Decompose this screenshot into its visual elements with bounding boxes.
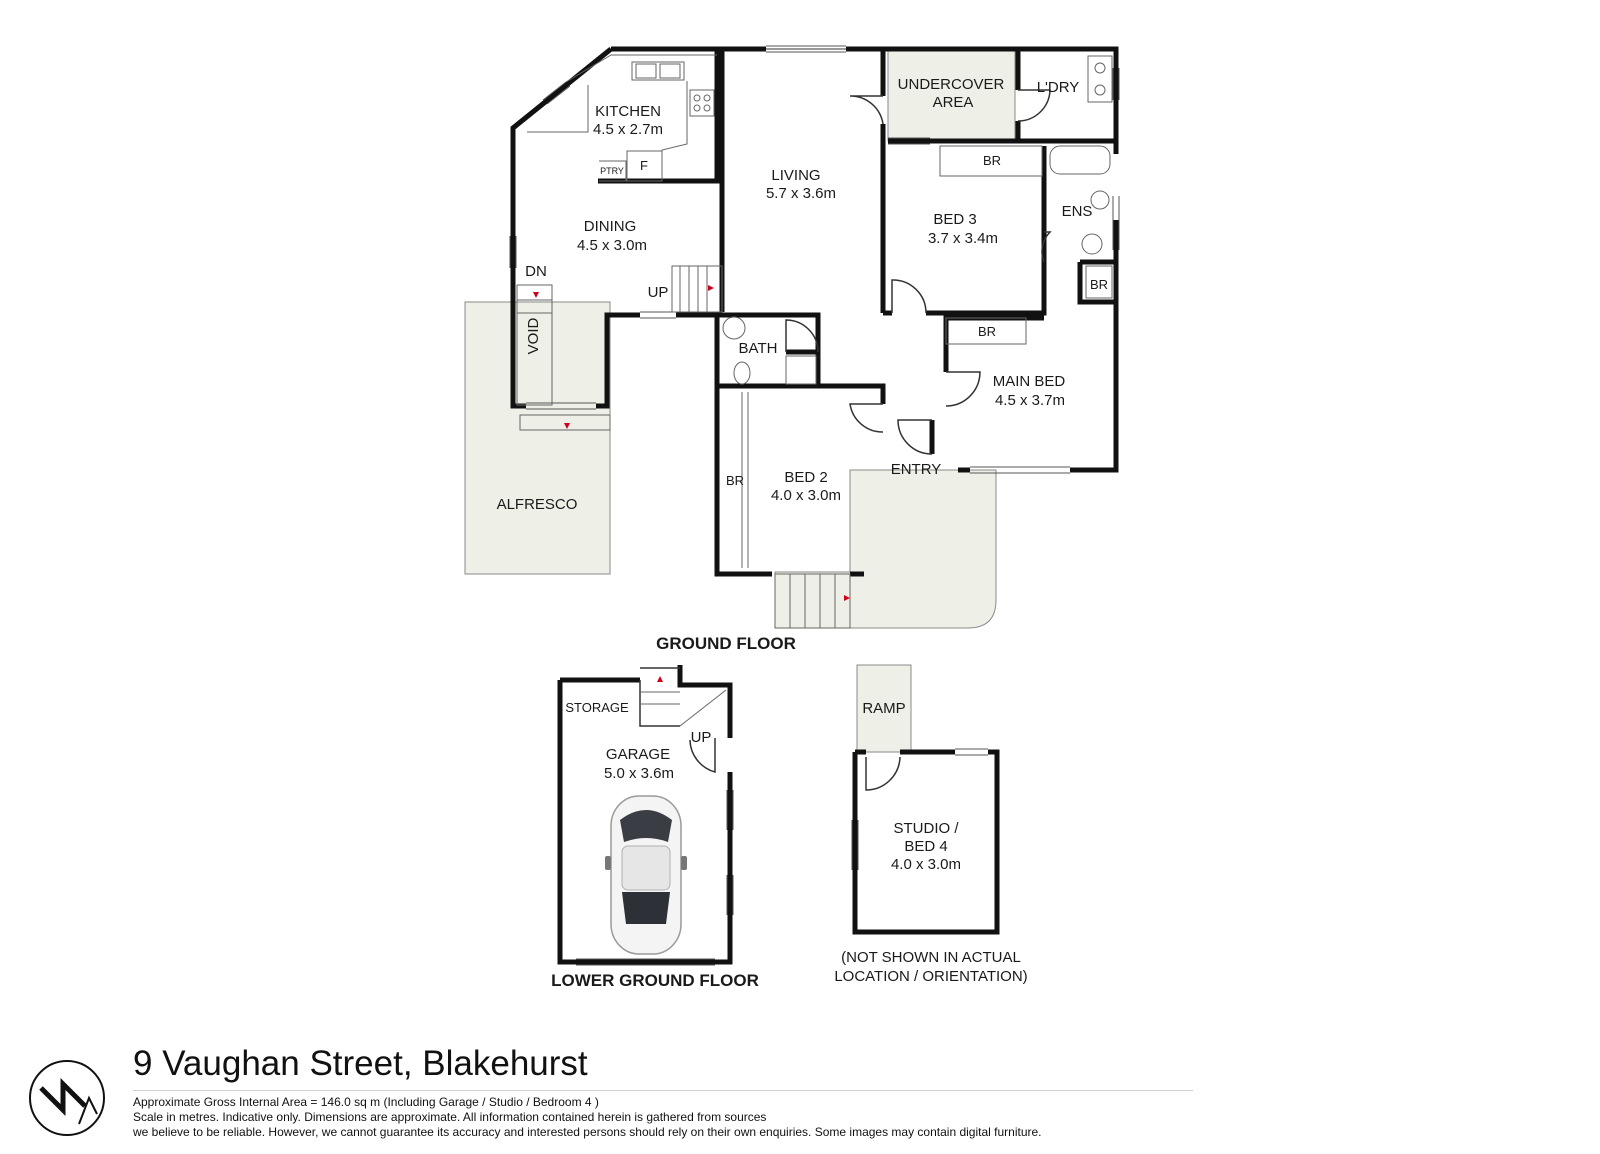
ramp-area: [856, 664, 912, 753]
studio-name-2: BED 4: [904, 838, 947, 855]
footer-divider: [133, 1090, 1193, 1091]
pantry-label: PTRY: [600, 166, 624, 176]
studio-note: (NOT SHOWN IN ACTUAL: [841, 949, 1021, 966]
north-compass-icon: [29, 1060, 105, 1136]
undercover-name: UNDERCOVER: [898, 76, 1005, 93]
undercover-area: [887, 48, 1016, 142]
bed3-dims: 3.7 x 3.4m: [928, 230, 998, 247]
doors: [785, 89, 1052, 455]
kitchen-dims: 4.5 x 2.7m: [593, 121, 663, 138]
alfresco-area: [464, 301, 611, 575]
robes: [741, 145, 1113, 568]
studio-note-2: LOCATION / ORIENTATION): [834, 968, 1027, 985]
alfresco-name: ALFRESCO: [497, 496, 578, 513]
studio-name: STUDIO /: [893, 820, 959, 837]
garage-dims: 5.0 x 3.6m: [604, 765, 674, 782]
bed2-robe-label: BR: [726, 473, 744, 488]
ground-floor-title: GROUND FLOOR: [656, 634, 796, 653]
area-line: Approximate Gross Internal Area = 146.0 …: [133, 1095, 599, 1109]
stairs-up-label: UP: [648, 284, 669, 301]
bed3-name: BED 3: [933, 211, 976, 228]
dining-name: DINING: [584, 218, 637, 235]
alfresco-step: [519, 414, 611, 431]
main-bed-dims: 4.5 x 3.7m: [995, 392, 1065, 409]
storage-name: STORAGE: [565, 700, 629, 715]
main-bed-name: MAIN BED: [993, 373, 1066, 390]
undercover-name-2: AREA: [933, 94, 974, 111]
bed2-dims: 4.0 x 3.0m: [771, 487, 841, 504]
disclaimer-line-1: Scale in metres. Indicative only. Dimens…: [133, 1110, 767, 1124]
garage-name: GARAGE: [606, 746, 670, 763]
stairs-down-label: DN: [525, 263, 547, 280]
ramp-label: RAMP: [862, 700, 905, 717]
bath-fixtures: [722, 55, 1113, 385]
ensuite-robe-label: BR: [1090, 277, 1108, 292]
kitchen-name: KITCHEN: [595, 103, 661, 120]
car-icon: [605, 795, 687, 955]
entry-stairs: [774, 573, 851, 629]
ensuite-name: ENS: [1062, 203, 1093, 220]
lower-ground-floor: STORAGE GARAGE 5.0 x 3.6m UP LOWER GROUN…: [551, 665, 759, 990]
stair-arrows: [533, 285, 850, 682]
studio: RAMP STUDIO / BED 4 4.0 x 3.0m (NOT SHOW…: [834, 664, 1028, 985]
lower-ground-floor-title: LOWER GROUND FLOOR: [551, 971, 759, 990]
fridge-label: F: [640, 158, 648, 173]
dining-stairs-up: [671, 265, 723, 313]
void-stairs: [516, 284, 553, 406]
disclaimer-line-2: we believe to be reliable. However, we c…: [133, 1125, 1042, 1139]
bed2-name: BED 2: [784, 469, 827, 486]
garage-stairs-up-label: UP: [691, 729, 712, 746]
living-name: LIVING: [771, 167, 820, 184]
bed3-robe-label: BR: [983, 153, 1001, 168]
void-name: VOID: [525, 318, 542, 355]
floor-plan: KITCHEN 4.5 x 2.7m LIVING 5.7 x 3.6m UND…: [464, 45, 1120, 990]
studio-dims: 4.0 x 3.0m: [891, 856, 961, 873]
dining-dims: 4.5 x 3.0m: [577, 237, 647, 254]
property-address: 9 Vaughan Street, Blakehurst: [133, 1044, 588, 1083]
main-bed-robe-label: BR: [978, 324, 996, 339]
bath-name: BATH: [739, 340, 778, 357]
windows: [509, 45, 1120, 474]
laundry-name: L'DRY: [1037, 79, 1080, 96]
ground-floor-labels: KITCHEN 4.5 x 2.7m LIVING 5.7 x 3.6m UND…: [497, 76, 1108, 653]
entry-name: ENTRY: [891, 461, 942, 478]
kitchen-fixtures: [527, 54, 717, 182]
living-dims: 5.7 x 3.6m: [766, 185, 836, 202]
ground-floor-walls: [510, 46, 1119, 577]
footer: 9 Vaughan Street, Blakehurst Approximate…: [133, 1044, 1193, 1140]
